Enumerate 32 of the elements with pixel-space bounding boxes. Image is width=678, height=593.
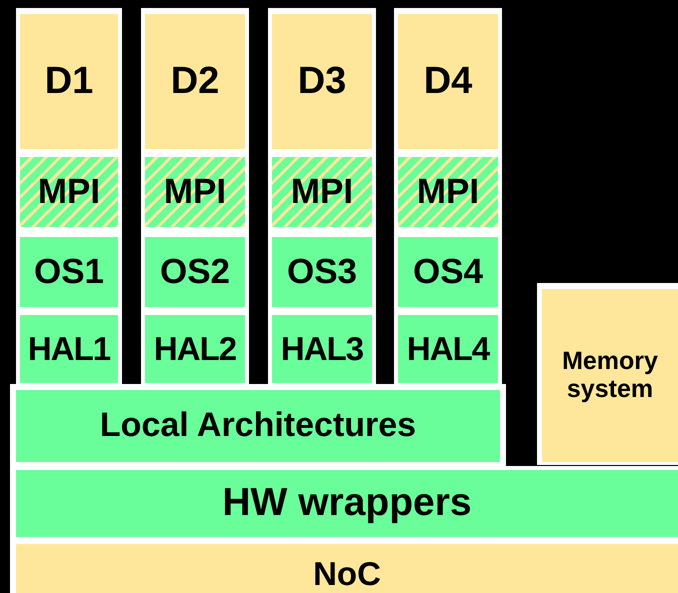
layer-label: D1 <box>44 60 94 102</box>
layer-label: OS1 <box>34 252 104 292</box>
layer-label: D3 <box>298 60 346 102</box>
layer-label: OS4 <box>412 252 484 292</box>
layer-label: HAL4 <box>406 330 490 368</box>
memory-system-box <box>542 289 678 462</box>
layer-label: OS2 <box>160 252 230 292</box>
hw-wrappers-layer <box>16 470 678 537</box>
layer-label: HAL1 <box>28 330 110 368</box>
layer-label: HAL2 <box>154 330 236 368</box>
hal-layer-box <box>20 315 118 383</box>
os-layer-box <box>145 237 245 307</box>
layer-label: OS3 <box>286 252 358 292</box>
os-layer-box <box>20 237 118 307</box>
driver-layer-box <box>398 14 498 149</box>
noc-layer <box>16 544 678 593</box>
hal-layer-box <box>398 315 498 383</box>
layer-label: D2 <box>170 60 220 102</box>
os-layer-box <box>398 237 498 307</box>
os-layer-box <box>272 237 372 307</box>
driver-layer-box <box>272 14 372 149</box>
hal-layer-box <box>272 315 372 383</box>
driver-layer-box <box>145 14 245 149</box>
layer-label: Memory system <box>561 348 659 403</box>
local-architectures-box <box>16 390 500 462</box>
layer-label: D4 <box>424 60 472 102</box>
driver-layer-box <box>20 14 118 149</box>
layer-label: HAL3 <box>280 330 364 368</box>
layer-label: NoC <box>313 556 381 592</box>
layer-label: HW wrappers <box>222 482 472 525</box>
hal-layer-box <box>145 315 245 383</box>
layer-label: Local Architectures <box>100 407 416 445</box>
